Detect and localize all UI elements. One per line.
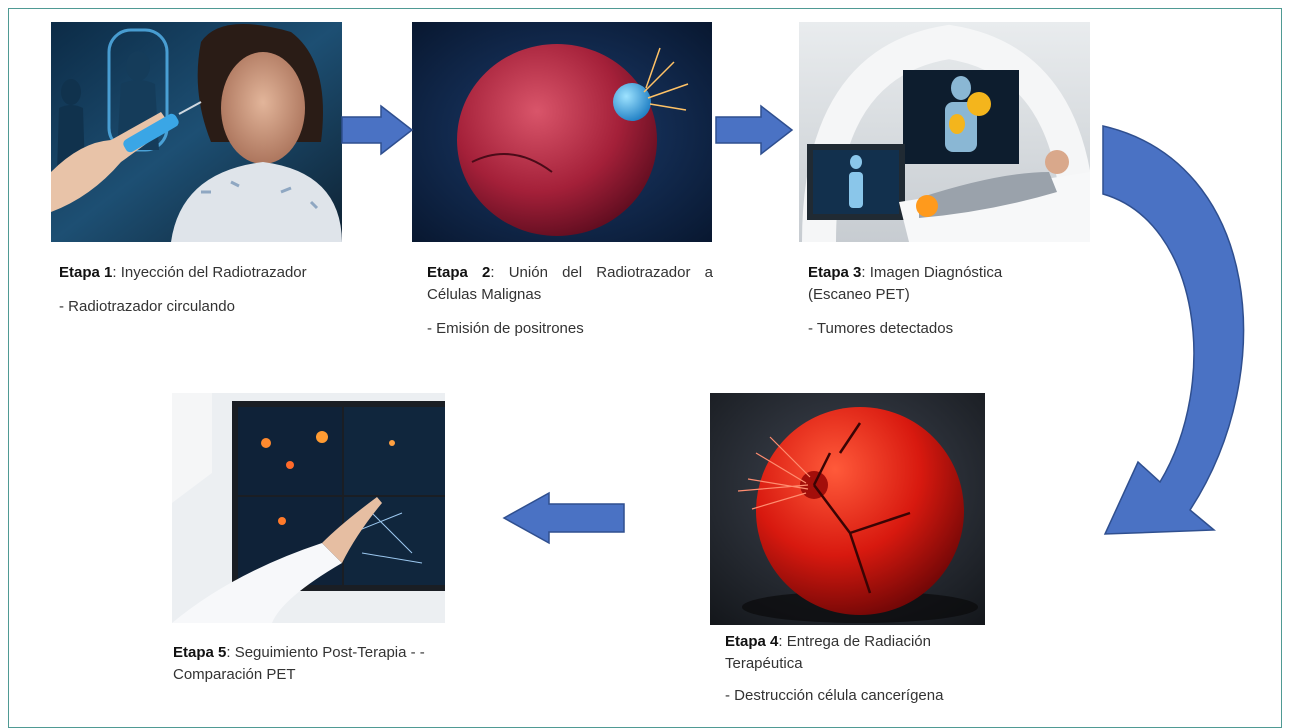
stage-2-note: - Emisión de positrones [427, 318, 713, 340]
stage-1-photo [51, 22, 342, 242]
stage-5-caption: Etapa 5: Seguimiento Post-Terapia - - Co… [173, 642, 448, 686]
stage-1-caption: Etapa 1: Inyección del Radiotrazador - R… [59, 262, 359, 318]
stage-5-photo [172, 393, 445, 623]
stage-3-note: - Tumores detectados [808, 318, 1038, 340]
stage-3-photo [799, 22, 1090, 242]
stage-1-note: - Radiotrazador circulando [59, 296, 359, 318]
stage-5-label: Etapa 5 [173, 644, 226, 661]
stage-4-note: - Destrucción célula cancerígena [725, 685, 965, 707]
arrow-stage-3-to-4 [1100, 122, 1260, 574]
arrow-stage-4-to-5 [503, 491, 625, 545]
stage-3-label: Etapa 3 [808, 264, 861, 281]
stage-4-caption: Etapa 4: Entrega de Radiación Terapéutic… [725, 631, 965, 707]
stage-4-photo [710, 393, 985, 625]
stage-1-title: : Inyección del Radiotrazador [112, 264, 306, 281]
stage-1-label: Etapa 1 [59, 264, 112, 281]
arrow-stage-2-to-3 [715, 104, 793, 156]
stage-2-caption: Etapa 2: Unión del Radiotrazador a Célul… [427, 262, 713, 340]
stage-2-photo [412, 22, 712, 242]
stage-2-label: Etapa 2 [427, 264, 490, 281]
stage-4-label: Etapa 4 [725, 633, 778, 650]
stage-3-caption: Etapa 3: Imagen Diagnóstica (Escaneo PET… [808, 262, 1038, 340]
arrow-stage-1-to-2 [341, 104, 413, 156]
